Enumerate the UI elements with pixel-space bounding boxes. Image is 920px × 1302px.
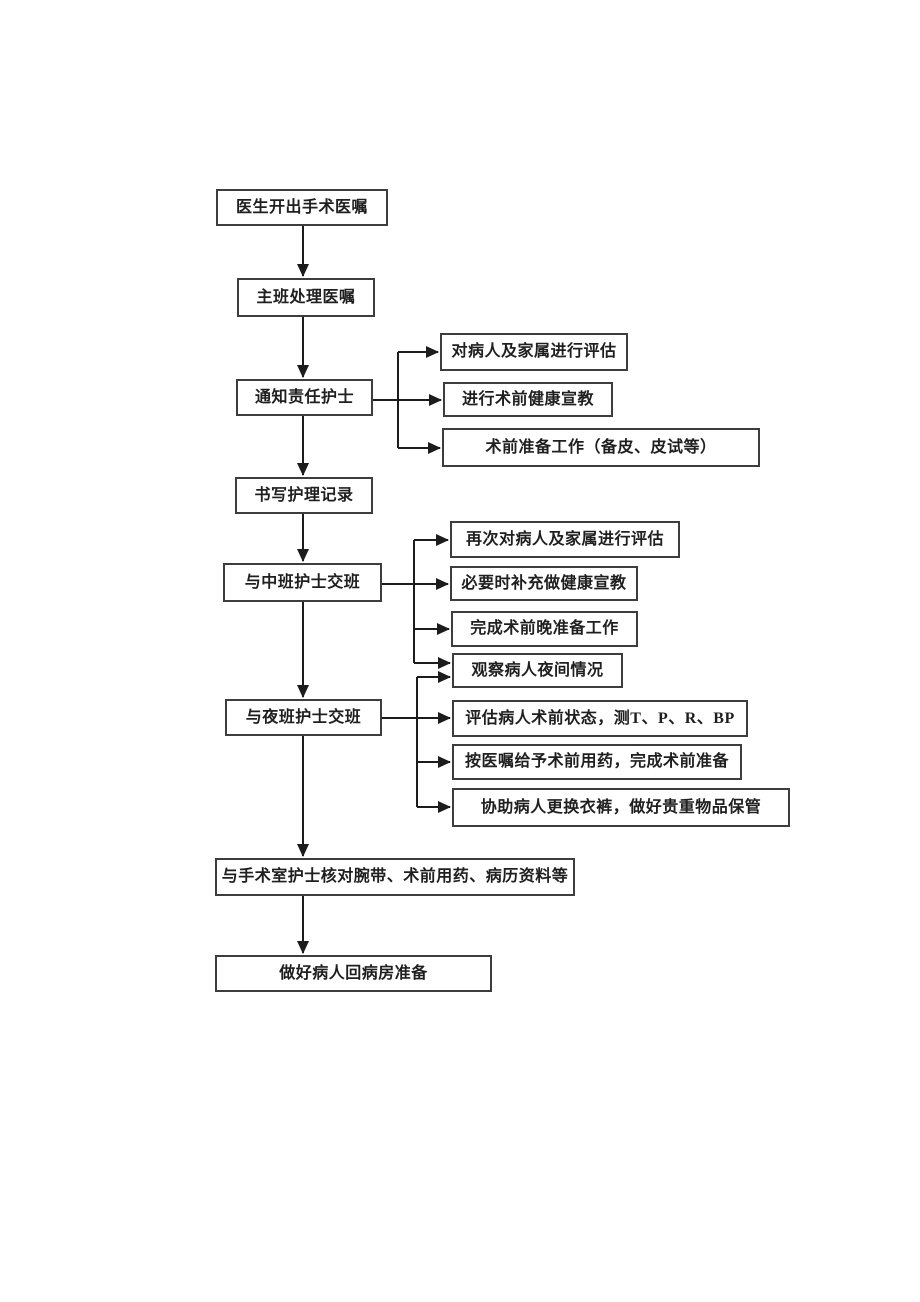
flow-node-night-before-preparation: 完成术前晚准备工作	[451, 611, 638, 647]
flow-node-reassess-patient-family: 再次对病人及家属进行评估	[450, 521, 680, 558]
flow-node-handover-night-shift-nurse: 与夜班护士交班	[225, 699, 382, 736]
flow-node-write-nursing-record: 书写护理记录	[235, 477, 373, 514]
flow-node-doctor-issues-order: 医生开出手术医嘱	[216, 189, 388, 226]
flow-node-preop-preparation-work: 术前准备工作（备皮、皮试等）	[442, 428, 760, 467]
flow-node-supplement-health-education: 必要时补充做健康宣教	[450, 566, 638, 601]
flow-node-preop-medication: 按医嘱给予术前用药，完成术前准备	[452, 744, 742, 780]
flow-node-handover-mid-shift-nurse: 与中班护士交班	[223, 563, 382, 602]
flow-node-prepare-room-return: 做好病人回病房准备	[215, 955, 492, 992]
flow-node-main-shift-processes-order: 主班处理医嘱	[237, 278, 375, 317]
flow-node-assess-patient-family: 对病人及家属进行评估	[440, 333, 628, 371]
flow-node-change-clothes-valuables: 协助病人更换衣裤，做好贵重物品保管	[452, 788, 790, 827]
flow-node-verify-with-or-nurse: 与手术室护士核对腕带、术前用药、病历资料等	[215, 858, 575, 896]
flow-node-preop-health-education: 进行术前健康宣教	[443, 382, 613, 417]
flow-node-notify-responsible-nurse: 通知责任护士	[236, 379, 373, 416]
flow-node-observe-night-condition: 观察病人夜间情况	[452, 653, 623, 688]
flow-node-assess-preop-status-vitals: 评估病人术前状态，测T、P、R、BP	[452, 700, 748, 737]
